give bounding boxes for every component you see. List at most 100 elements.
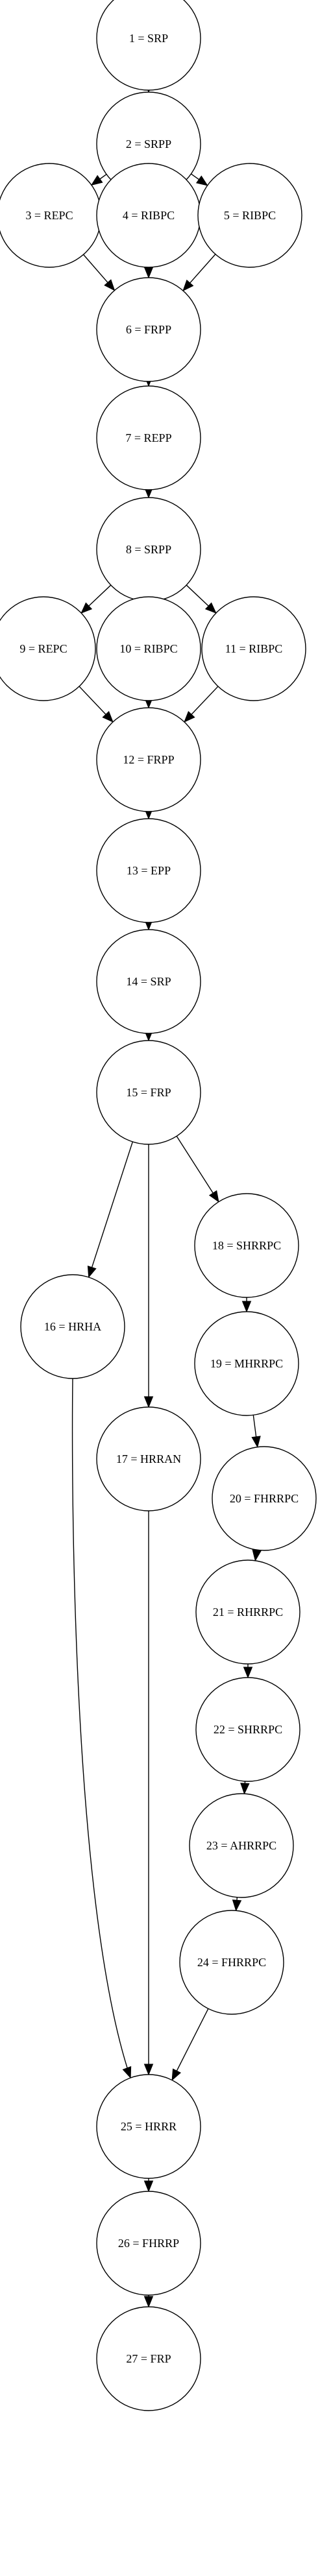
node-3: 3 = REPC	[0, 163, 102, 268]
node-label: 14 = SRP	[126, 975, 171, 988]
node-circle	[96, 1406, 201, 1511]
node-24: 24 = FHRRPC	[179, 1910, 284, 2015]
node-label: 18 = SHRRPC	[212, 1239, 281, 1252]
node-label: 20 = FHRRPC	[230, 1492, 299, 1505]
node-label: 19 = MHRRPC	[210, 1357, 283, 1370]
edge-15-to-16	[91, 1141, 134, 1269]
arrowhead-8-to-9	[80, 602, 93, 614]
node-20: 20 = FHRRPC	[212, 1446, 317, 1551]
node-circle	[96, 596, 201, 701]
node-label: 11 = RIBPC	[225, 642, 283, 655]
arrowhead-2-to-3	[90, 175, 103, 186]
node-17: 17 = HRRAN	[96, 1406, 201, 1511]
node-label: 21 = RHRRPC	[213, 1606, 283, 1619]
edge-19-to-20	[252, 1415, 257, 1438]
arrowhead-2-to-5	[195, 175, 208, 186]
node-8: 8 = SRPP	[96, 497, 201, 602]
edge-3-to-6	[82, 254, 109, 284]
node-4: 4 = RIBPC	[96, 163, 201, 268]
node-9: 9 = REPC	[0, 596, 96, 701]
node-label: 22 = SHRRPC	[214, 1723, 282, 1736]
arrowhead-11-to-12	[184, 710, 195, 723]
arrowhead-19-to-20	[251, 1436, 261, 1448]
node-18: 18 = SHRRPC	[194, 1193, 299, 1298]
node-circle	[96, 277, 201, 382]
node-circle	[194, 1311, 299, 1416]
node-circle	[194, 1193, 299, 1298]
node-10: 10 = RIBPC	[96, 596, 201, 701]
edge-8-to-11	[186, 584, 210, 607]
node-1: 1 = SRP	[96, 0, 201, 91]
arrowhead-8-to-11	[204, 602, 217, 614]
nodes-layer: 1 = SRP 2 = SRPP 3 = REPC 4 = RIBPC 5 = RIBP…	[0, 0, 317, 2411]
arrowhead-22-to-23	[240, 1783, 250, 1795]
node-25: 25 = HRRR	[96, 2074, 201, 2179]
node-label: 10 = RIBPC	[119, 642, 177, 655]
arrowhead-5-to-6	[182, 279, 194, 292]
node-label: 13 = EPP	[127, 864, 171, 877]
node-circle	[20, 1274, 125, 1379]
node-circle	[195, 1559, 300, 1665]
arrowhead-20-to-21	[252, 1549, 262, 1562]
node-15: 15 = FRP	[96, 1040, 201, 1145]
node-label: 5 = RIBPC	[224, 209, 276, 222]
node-label: 25 = HRRR	[121, 2120, 177, 2133]
node-label: 1 = SRP	[129, 32, 168, 45]
node-5: 5 = RIBPC	[197, 163, 302, 268]
node-label: 8 = SRPP	[126, 543, 171, 556]
node-circle	[179, 1910, 284, 2015]
node-16: 16 = HRHA	[20, 1274, 125, 1379]
node-circle	[96, 2191, 201, 2296]
node-label: 4 = RIBPC	[123, 209, 175, 222]
node-22: 22 = SHRRPC	[195, 1677, 300, 1782]
node-21: 21 = RHRRPC	[195, 1559, 300, 1665]
node-label: 27 = FRP	[126, 2352, 171, 2365]
node-circle	[96, 707, 201, 812]
node-circle	[96, 818, 201, 923]
arrowhead-3-to-6	[104, 279, 116, 291]
arrowhead-24-to-25	[171, 2068, 182, 2081]
node-11: 11 = RIBPC	[201, 596, 306, 701]
node-label: 7 = REPP	[125, 431, 171, 444]
node-circle	[96, 1040, 201, 1145]
edge-2-to-5	[190, 173, 201, 181]
node-circle	[195, 1677, 300, 1782]
edge-15-to-18	[176, 1136, 214, 1195]
arrowhead-25-to-26	[143, 2180, 154, 2193]
node-label: 17 = HRRAN	[116, 1452, 181, 1465]
node-label: 26 = FHRRP	[118, 2237, 179, 2250]
node-circle	[212, 1446, 317, 1551]
edge-24-to-25	[175, 2008, 209, 2073]
node-circle	[197, 163, 302, 268]
node-label: 24 = FHRRPC	[197, 1956, 266, 1969]
node-6: 6 = FRPP	[96, 277, 201, 382]
edge-5-to-6	[188, 254, 216, 285]
arrowhead-4-to-6	[143, 267, 154, 279]
node-circle	[189, 1793, 294, 1898]
node-19: 19 = MHRRPC	[194, 1311, 299, 1416]
node-label: 12 = FRPP	[123, 753, 174, 766]
node-label: 3 = REPC	[25, 209, 73, 222]
arrowhead-18-to-19	[241, 1301, 252, 1313]
node-14: 14 = SRP	[96, 929, 201, 1034]
node-label: 2 = SRPP	[126, 138, 171, 150]
node-26: 26 = FHRRP	[96, 2191, 201, 2296]
node-circle	[96, 0, 201, 91]
edge-11-to-12	[190, 686, 219, 716]
node-7: 7 = REPP	[96, 385, 201, 490]
node-circle	[96, 2306, 201, 2411]
arrowhead-15-to-17	[143, 1396, 154, 1408]
arrowhead-9-to-12	[102, 710, 114, 723]
edge-16-to-25	[71, 1378, 130, 2076]
node-27: 27 = FRP	[96, 2306, 201, 2411]
edge-9-to-12	[79, 686, 107, 716]
arrowhead-17-to-25	[143, 2064, 154, 2076]
arrowhead-26-to-27	[143, 2296, 154, 2308]
arrowhead-15-to-16	[87, 1265, 97, 1279]
edge-8-to-9	[87, 584, 112, 607]
node-circle	[96, 929, 201, 1034]
node-12: 12 = FRPP	[96, 707, 201, 812]
node-circle	[96, 2074, 201, 2179]
node-circle	[0, 596, 96, 701]
